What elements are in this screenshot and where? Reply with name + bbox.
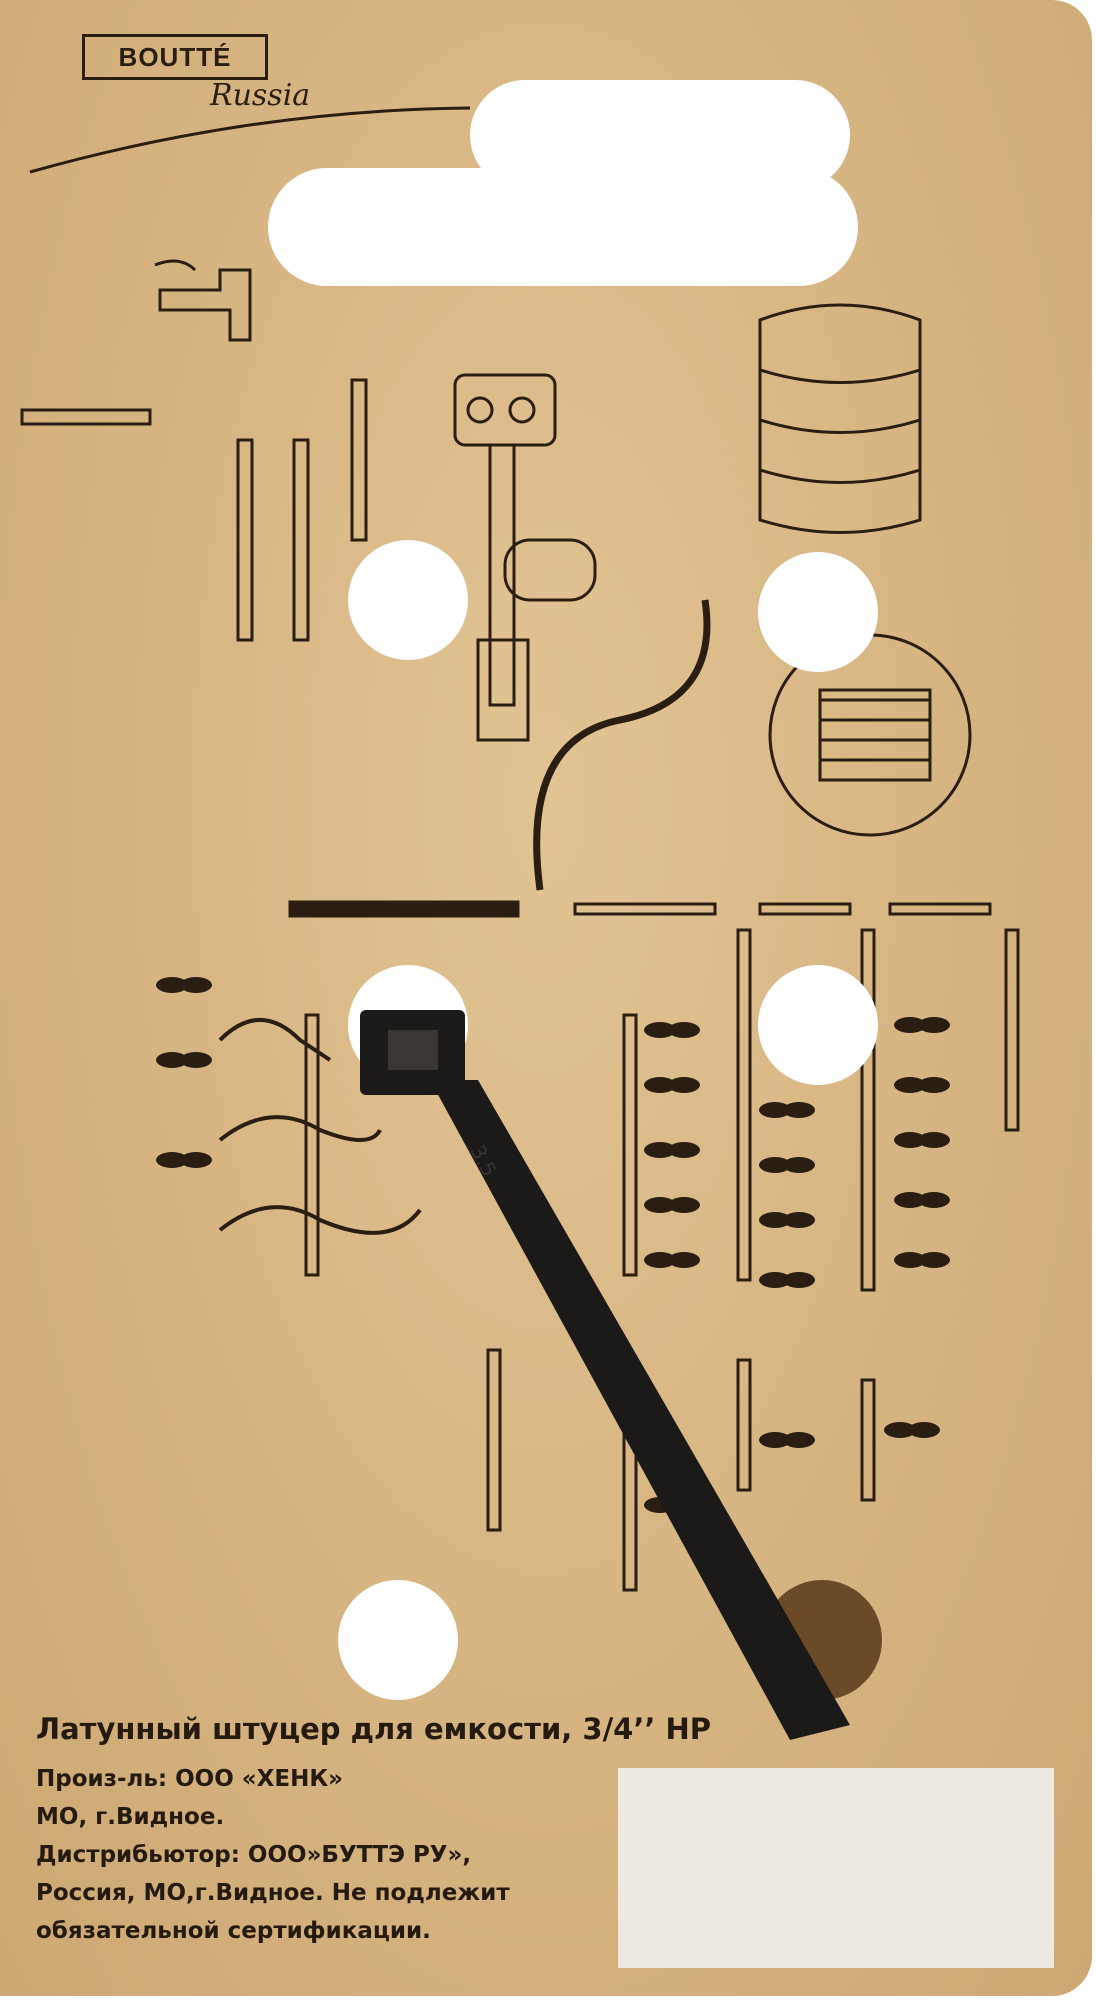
mount-hole [338,1580,458,1700]
mount-hole [758,552,878,672]
pipe-vertical [236,438,254,642]
product-title: Латунный штуцер для емкости, 3/4’’ НР [36,1712,712,1746]
manufacturer-line: Произ-ль: ООО «ХЕНК» [36,1766,344,1792]
logo-swoosh [29,106,471,174]
pipe-vertical [292,438,310,642]
cable-tie-strap [430,1080,850,1740]
pipe-vertical [350,378,368,542]
brand-script: Russia [210,78,311,113]
distributor-line: Дистрибьютор: ООО»БУТТЭ РУ», [36,1842,472,1868]
tank-icon [758,303,922,534]
distributor-location: Россия, МО,г.Видное. Не подлежит [36,1880,510,1906]
hang-slot [268,168,858,286]
main-line [288,900,520,918]
pipe-segment [20,408,152,426]
manufacturer-location: МО, г.Видное. [36,1804,225,1830]
filter-icon [503,538,597,602]
price-sticker [618,1768,1054,1968]
tap-icon [158,268,252,342]
mount-hole [348,540,468,660]
certification-note: обязательной сертификации. [36,1918,431,1944]
brand-logo: BOUTTÉ [82,34,268,80]
mount-hole [758,965,878,1085]
hose [533,599,711,891]
